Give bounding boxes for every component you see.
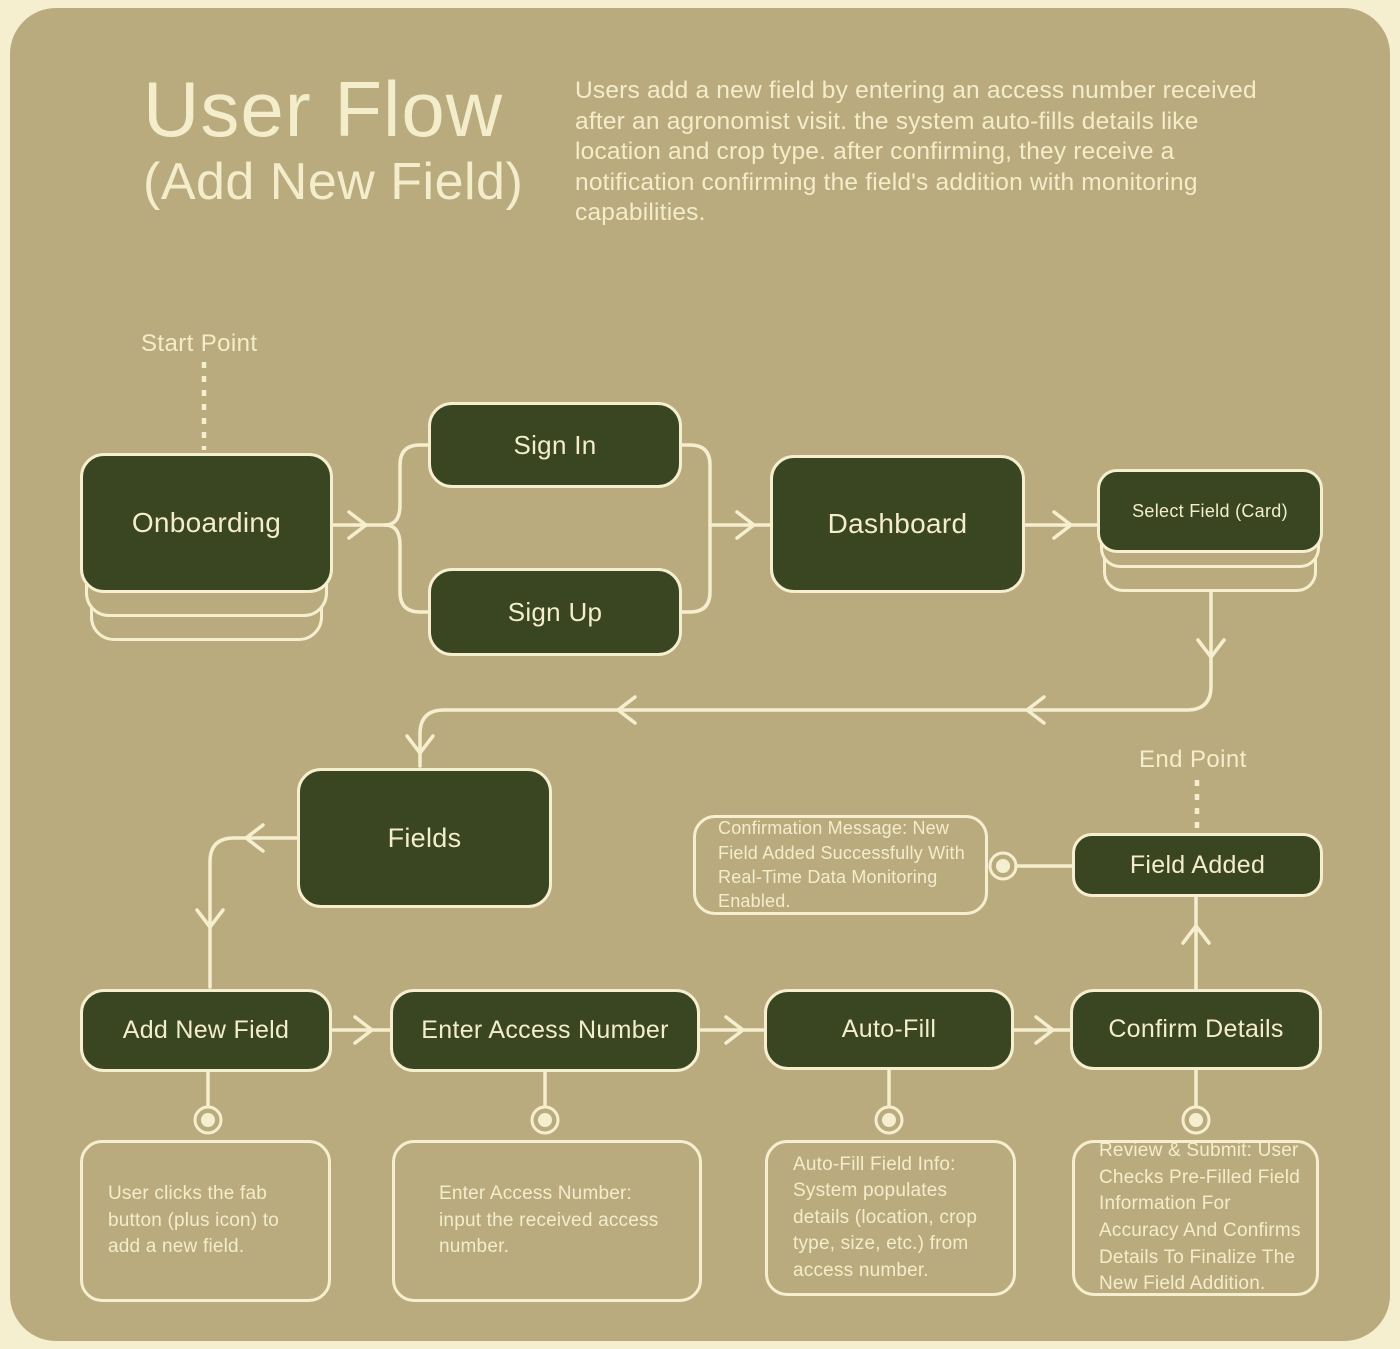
edge-selectfield-fields <box>418 591 1213 768</box>
page-title: User Flow <box>143 65 504 153</box>
annotation-review: Review & Submit: User Checks Pre-Filled … <box>1072 1140 1319 1296</box>
arrowhead-down-select <box>1196 638 1226 659</box>
node-select-field: Select Field (Card) <box>1097 469 1323 553</box>
node-confirm-details: Confirm Details <box>1070 989 1322 1070</box>
edge-signin-merge <box>680 443 712 527</box>
connector-dot-review <box>1181 1105 1211 1135</box>
annotation-autofill-text: Auto-Fill Field Info: System populates d… <box>793 1153 978 1281</box>
node-onboarding-label: Onboarding <box>131 507 282 538</box>
connector-dot-confirmation <box>988 851 1018 881</box>
node-enter-access-number-label: Enter Access Number <box>421 1016 669 1044</box>
end-point-label: End Point <box>1139 746 1247 773</box>
arrowhead-down-fields <box>405 734 435 755</box>
annotation-autofill: Auto-Fill Field Info: System populates d… <box>765 1140 1016 1296</box>
annotation-review-text: Review & Submit: User Checks Pre-Filled … <box>1099 1140 1301 1295</box>
arrowhead-right-enter <box>353 1015 374 1045</box>
page-description: Users add a new field by entering an acc… <box>575 77 1257 226</box>
connector-dot-access <box>530 1105 560 1135</box>
arrowhead-left-return-2 <box>616 695 637 725</box>
node-onboarding: Onboarding <box>80 453 333 593</box>
connector-dot-autofill <box>874 1105 904 1135</box>
annotation-fab: User clicks the fab button (plus icon) t… <box>80 1140 331 1302</box>
arrowhead-left-fields-out <box>244 823 265 853</box>
annotation-confirmation-text: Confirmation Message: New Field Added Su… <box>718 818 965 912</box>
arrowhead-up-fieldadded <box>1181 924 1211 945</box>
node-field-added: Field Added <box>1072 833 1323 897</box>
edge-fields-addnewfield <box>208 836 299 989</box>
node-dashboard: Dashboard <box>770 455 1025 593</box>
node-sign-up-label: Sign Up <box>507 596 603 627</box>
annotation-confirmation-message: Confirmation Message: New Field Added Su… <box>693 815 988 915</box>
arrowhead-right-onboarding <box>347 510 368 540</box>
node-select-field-label: Select Field (Card) <box>1132 500 1288 521</box>
annotation-fab-text: User clicks the fab button (plus icon) t… <box>108 1183 280 1258</box>
edge-fork-signup <box>383 523 430 614</box>
node-dashboard-label: Dashboard <box>827 508 968 539</box>
node-enter-access-number: Enter Access Number <box>390 989 700 1072</box>
node-confirm-details-label: Confirm Details <box>1108 1015 1284 1043</box>
node-add-new-field-label: Add New Field <box>122 1016 290 1044</box>
node-field-added-label: Field Added <box>1129 850 1266 879</box>
connector-dot-fab <box>193 1105 223 1135</box>
arrowhead-right-confirm <box>1034 1015 1055 1045</box>
edge-fork-signin <box>383 443 430 527</box>
page-subtitle: (Add New Field) <box>143 153 524 211</box>
node-sign-up: Sign Up <box>428 568 682 656</box>
node-sign-in: Sign In <box>428 402 682 488</box>
annotation-access: Enter Access Number: input the received … <box>392 1140 702 1302</box>
arrowhead-right-autofill <box>724 1015 745 1045</box>
node-fields: Fields <box>297 768 552 908</box>
diagram-background <box>10 8 1390 1341</box>
start-point-label: Start Point <box>141 330 258 357</box>
node-sign-in-label: Sign In <box>513 429 597 460</box>
arrowhead-right-dashboard <box>735 510 756 540</box>
arrowhead-left-return-1 <box>1025 695 1046 725</box>
edge-signup-merge <box>680 523 712 614</box>
arrowhead-right-selectfield <box>1052 510 1073 540</box>
node-fields-label: Fields <box>387 822 462 853</box>
annotation-access-text: Enter Access Number: input the received … <box>439 1183 659 1258</box>
arrowhead-down-addnewfield <box>195 908 225 929</box>
node-auto-fill: Auto-Fill <box>764 989 1014 1070</box>
node-add-new-field: Add New Field <box>80 989 332 1072</box>
node-auto-fill-label: Auto-Fill <box>841 1015 937 1043</box>
